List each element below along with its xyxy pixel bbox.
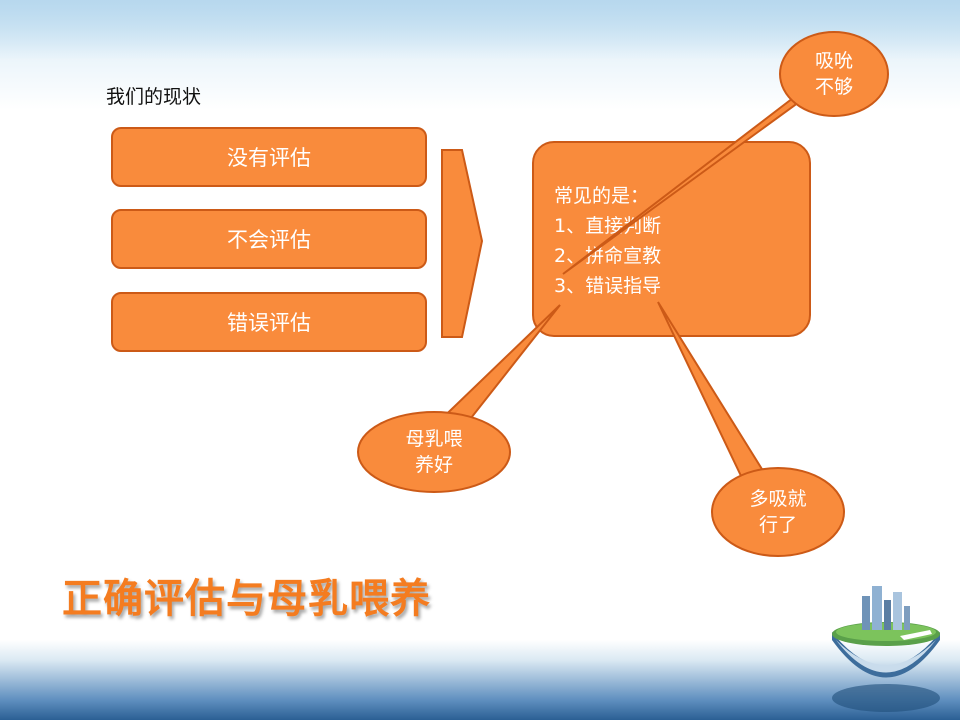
callout-top-right-line: 吸吮 [814,50,853,72]
slide-title: 正确评估与母乳喂养 [62,576,431,622]
callout-bottom-left-line: 母乳喂 [405,428,463,450]
callout-top-right-line: 不够 [814,76,853,98]
callout-bubble-bottom-left [357,411,511,493]
subtitle: 我们的现状 [106,86,202,108]
box-no-assessment: 没有评估 [111,127,427,187]
box-wrong-assessment: 错误评估 [111,292,427,352]
callout-bottom-right: 多吸就 行了 [734,486,822,538]
callout-bottom-left-line: 养好 [414,454,453,476]
callout-top-right: 吸吮 不够 [800,48,868,100]
callout-bottom-left: 母乳喂 养好 [390,426,478,478]
right-arrow [441,149,484,338]
globe-city-logo [832,586,940,712]
box-no-assessment-label: 没有评估 [227,146,311,170]
common-practices-box: 常见的是： 1、直接判断 2、拼命宣教 3、错误指导 [532,141,811,337]
callout-bottom-right-line: 多吸就 [749,488,807,510]
box-cannot-assess: 不会评估 [111,209,427,269]
callout-bubble-top-right [779,31,889,117]
callout-bottom-right-line: 行了 [758,514,797,536]
box-cannot-assess-label: 不会评估 [227,228,311,252]
callout-pointer-bottom-right [657,301,772,484]
box-wrong-assessment-label: 错误评估 [227,311,311,335]
callout-bubble-bottom-right [711,467,845,557]
common-practices-heading: 常见的是： [554,185,650,207]
common-practice-item: 3、错误指导 [554,275,662,297]
callout-pointer-top-right [562,84,811,275]
